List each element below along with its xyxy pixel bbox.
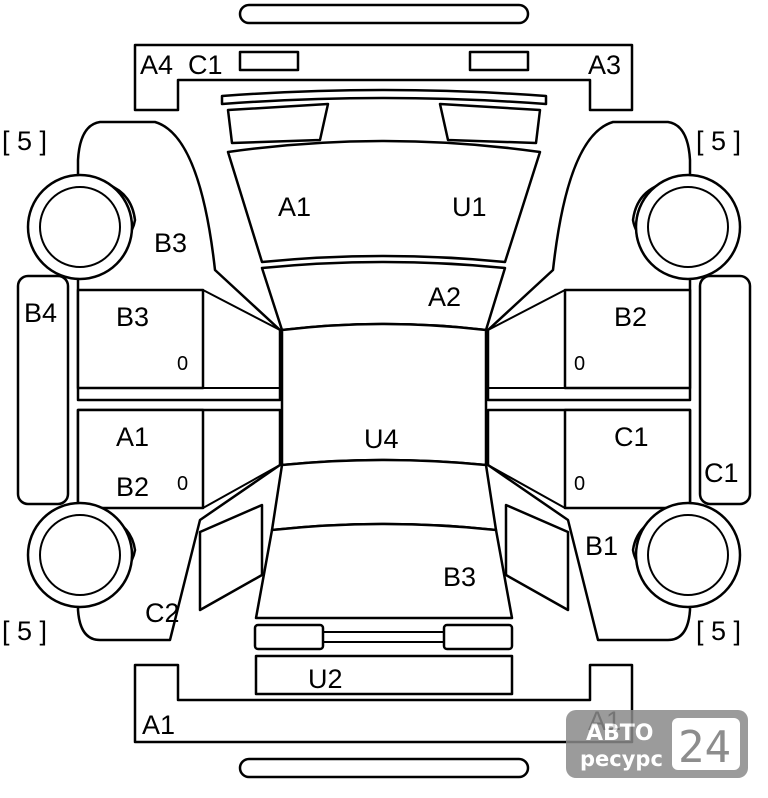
label-quarter-right-b1: B1	[585, 531, 618, 561]
watermark-line2: ресурс	[580, 747, 663, 771]
right-rear-door[interactable]	[563, 408, 692, 510]
wheel-front-right[interactable]	[634, 173, 742, 281]
handle-mark-rear-right: 0	[574, 473, 585, 495]
label-wheel-rr: [ 5 ]	[696, 616, 741, 646]
right-front-door[interactable]	[563, 288, 692, 390]
rear-bumper[interactable]	[133, 663, 634, 744]
front-plate-left	[238, 50, 300, 72]
windshield[interactable]	[260, 260, 507, 332]
label-wheel-fr: [ 5 ]	[696, 126, 741, 156]
left-door-lines	[202, 289, 281, 509]
watermark-number-box	[672, 718, 740, 770]
wheel-rear-right[interactable]	[634, 501, 742, 609]
label-roof-u4: U4	[364, 424, 399, 454]
rear-valance[interactable]	[254, 654, 514, 696]
watermark-logo: АВТО ресурс 24	[566, 710, 748, 778]
label-wheel-fl: [ 5 ]	[2, 126, 47, 156]
left-front-door[interactable]	[76, 288, 205, 390]
rear-tail-bar	[323, 631, 444, 643]
label-rear-door-left-b2: B2	[116, 472, 149, 502]
right-tail-light[interactable]	[442, 623, 514, 651]
left-tail-light[interactable]	[253, 623, 325, 651]
label-hood-u1: U1	[452, 192, 487, 222]
wheel-front-left[interactable]	[26, 173, 134, 281]
label-front-door-left-b3: B3	[116, 302, 149, 332]
label-quarter-left-c2: C2	[145, 598, 180, 628]
label-rear-bumper-u2: U2	[308, 664, 343, 694]
left-sill[interactable]	[16, 274, 70, 506]
left-headlight[interactable]	[226, 102, 330, 145]
right-door-lines	[487, 289, 566, 509]
label-front-door-right-b2: B2	[614, 302, 647, 332]
label-sill-left-b4: B4	[24, 298, 57, 328]
handle-mark-rear-left: 0	[177, 473, 188, 495]
label-front-bumper-c1: C1	[188, 50, 223, 80]
front-grille	[220, 88, 548, 106]
front-plate-right	[468, 50, 530, 72]
label-rear-door-left-a1: A1	[116, 422, 149, 452]
wheel-rear-left[interactable]	[26, 501, 134, 609]
label-wheel-rl: [ 5 ]	[2, 616, 47, 646]
front-bumper-strip[interactable]	[238, 3, 530, 25]
right-sill[interactable]	[698, 274, 752, 506]
rear-window[interactable]	[270, 458, 498, 532]
right-rear-side-window[interactable]	[504, 503, 570, 612]
left-rear-side-window[interactable]	[198, 503, 264, 612]
hood[interactable]	[226, 139, 542, 264]
label-rear-bumper-a1: A1	[142, 710, 175, 740]
rear-bumper-strip[interactable]	[238, 757, 530, 779]
label-front-bumper-a3: A3	[588, 50, 621, 80]
right-headlight[interactable]	[438, 102, 542, 145]
left-rear-door[interactable]	[76, 408, 205, 510]
watermark-line1: АВТО	[586, 721, 654, 746]
label-trunk-b3: B3	[443, 562, 476, 592]
handle-mark-front-right: 0	[574, 353, 585, 375]
label-hood-a1: A1	[278, 192, 311, 222]
label-front-bumper-a4: A4	[140, 50, 173, 80]
watermark-number: 24	[678, 722, 731, 773]
label-fender-b3: B3	[154, 228, 187, 258]
label-windshield-a2: A2	[428, 282, 461, 312]
label-sill-right-c1: C1	[704, 458, 739, 488]
label-rear-door-right-c1: C1	[614, 422, 649, 452]
handle-mark-front-left: 0	[177, 353, 188, 375]
trunk-lid[interactable]	[254, 522, 514, 620]
